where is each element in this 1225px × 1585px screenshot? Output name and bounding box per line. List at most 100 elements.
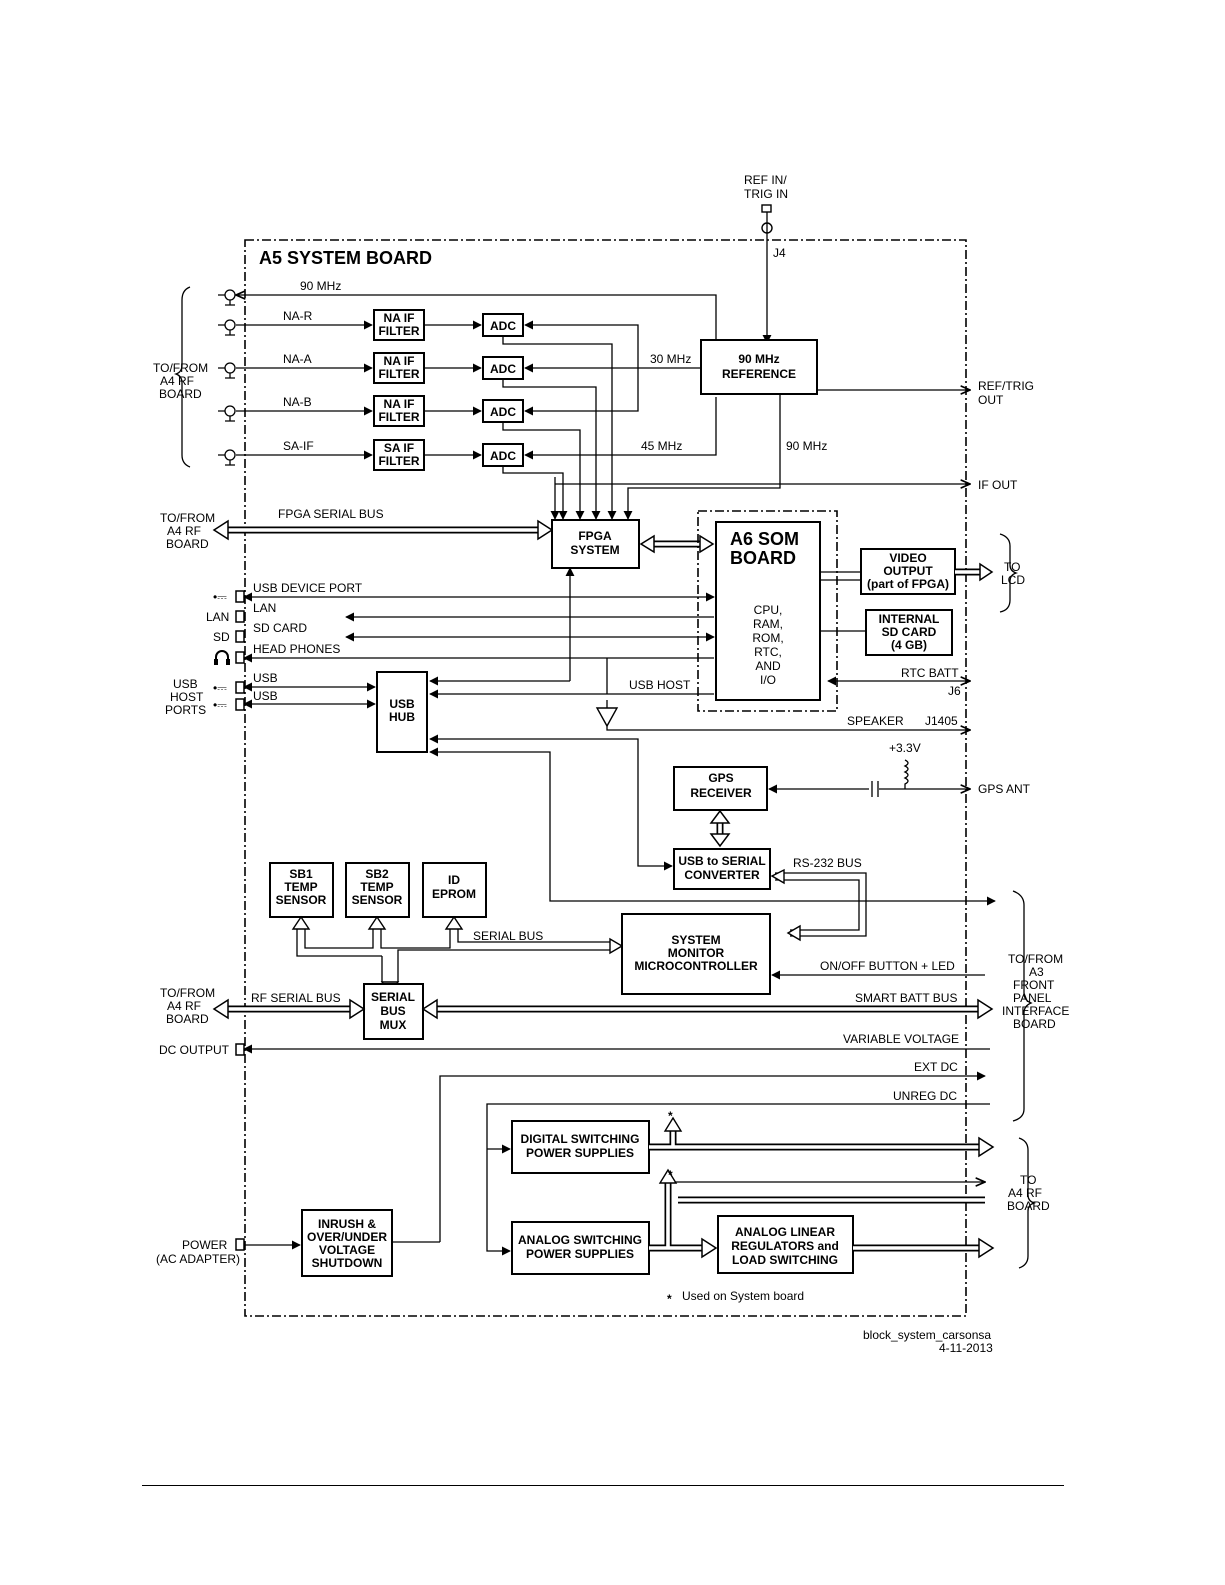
svg-text:POWER SUPPLIES: POWER SUPPLIES <box>526 1146 634 1160</box>
svg-text:OUTPUT: OUTPUT <box>883 564 933 578</box>
gps-ant-label: GPS ANT <box>978 782 1031 796</box>
to-a4-rf-2: A4 RF <box>1008 1186 1042 1200</box>
sig-na-a: NA-A <box>283 352 312 366</box>
svg-text:ADC: ADC <box>490 319 516 333</box>
ref-trig-in-label-1: REF IN/ <box>744 173 787 187</box>
ref-trig-out-2: OUT <box>978 393 1004 407</box>
rs232-bus <box>770 868 867 942</box>
ref-trig-out-1: REF/TRIG <box>978 379 1034 393</box>
adc-3: ADC <box>482 399 524 423</box>
usb-host-ports-1: USB <box>173 677 198 691</box>
svg-text:•⎓: •⎓ <box>213 698 227 712</box>
svg-text:SENSOR: SENSOR <box>352 893 403 907</box>
svg-text:BOARD: BOARD <box>730 548 796 568</box>
svg-text:FILTER: FILTER <box>378 410 419 424</box>
svg-text:SD CARD: SD CARD <box>882 625 937 639</box>
svg-text:AND: AND <box>755 659 781 673</box>
power-label-1: POWER <box>182 1238 228 1252</box>
sig-na-b: NA-B <box>283 395 312 409</box>
usb-host-ports-2: HOST <box>170 690 204 704</box>
front-panel-6: BOARD <box>1013 1017 1056 1031</box>
footer-drawing-id: block_system_carsonsa <box>863 1328 991 1342</box>
svg-text:DIGITAL SWITCHING: DIGITAL SWITCHING <box>521 1132 640 1146</box>
rf-serial-bus-arrow <box>212 998 366 1020</box>
sig-45mhz: 45 MHz <box>641 439 682 453</box>
ref-trig-in-label-2: TRIG IN <box>744 187 788 201</box>
ref-trig-connector <box>761 204 772 213</box>
internal-sd-card-block: INTERNAL SD CARD (4 GB) <box>865 609 953 656</box>
speaker-amp-icon <box>595 707 619 728</box>
svg-text:RAM,: RAM, <box>753 617 783 631</box>
na-r-if-filter: NA IF FILTER <box>373 309 425 341</box>
svg-text:CPU,: CPU, <box>754 603 783 617</box>
sig-usb-1: USB <box>253 671 278 685</box>
sb2-temp-sensor-block: SB2 TEMP SENSOR <box>345 862 410 918</box>
svg-text:SERIAL: SERIAL <box>371 990 415 1004</box>
sig-usb-2: USB <box>253 689 278 703</box>
usb-host-port-icons: •⎓ •⎓ <box>213 681 245 712</box>
to-from-a4-top-1: TO/FROM <box>153 361 208 375</box>
svg-text:LOAD SWITCHING: LOAD SWITCHING <box>732 1253 838 1267</box>
svg-text:FILTER: FILTER <box>378 324 419 338</box>
svg-text:REGULATORS and: REGULATORS and <box>731 1239 839 1253</box>
sa-if-filter: SA IF FILTER <box>373 439 425 471</box>
to-from-a4-low-3: BOARD <box>166 1012 209 1026</box>
sig-90mhz-top: 90 MHz <box>300 279 341 293</box>
sig-na-r: NA-R <box>283 309 313 323</box>
svg-text:USB to SERIAL: USB to SERIAL <box>678 854 765 868</box>
sig-30mhz: 30 MHz <box>650 352 691 366</box>
sig-smart-batt: SMART BATT BUS <box>855 991 957 1005</box>
brace-front-panel <box>1012 890 1033 1122</box>
svg-text:•⎓: •⎓ <box>213 590 227 604</box>
star-digital: * <box>668 1109 673 1123</box>
svg-text:(part of FPGA): (part of FPGA) <box>867 577 949 591</box>
usb-host-ports-3: PORTS <box>165 703 206 717</box>
to-a4-rf-3: BOARD <box>1007 1199 1050 1213</box>
svg-text:ANALOG LINEAR: ANALOG LINEAR <box>735 1225 835 1239</box>
fpga-serial-bus-arrow <box>212 519 554 541</box>
svg-text:I/O: I/O <box>760 673 776 687</box>
brace-to-a4 <box>1018 1137 1037 1269</box>
svg-text:NA IF: NA IF <box>384 311 415 325</box>
inductor-icon <box>903 759 909 789</box>
sig-rf-serial-bus: RF SERIAL BUS <box>251 991 341 1005</box>
to-from-a4-low-2: A4 RF <box>167 999 201 1013</box>
analog-ps-output-arrow <box>649 1168 985 1259</box>
lan-port-label: LAN <box>206 610 229 624</box>
video-output-block: VIDEO OUTPUT (part of FPGA) <box>860 548 956 595</box>
j4-label: J4 <box>773 246 786 260</box>
gps-receiver-block: GPS RECEIVER <box>673 766 768 811</box>
to-from-a4-low-1: TO/FROM <box>160 986 215 1000</box>
if-out-label: IF OUT <box>978 478 1018 492</box>
svg-text:POWER SUPPLIES: POWER SUPPLIES <box>526 1247 634 1261</box>
svg-text:GPS: GPS <box>708 771 733 785</box>
a6-som-board: A6 SOM BOARD CPU, RAM, ROM, RTC, AND I/O <box>715 521 821 701</box>
svg-text:SB1: SB1 <box>289 867 313 881</box>
svg-text:BUS: BUS <box>380 1004 405 1018</box>
footer-drawing-date: 4-11-2013 <box>939 1341 993 1355</box>
svg-text:SYSTEM: SYSTEM <box>671 933 720 947</box>
sig-ext-dc: EXT DC <box>914 1060 958 1074</box>
svg-text:RTC,: RTC, <box>754 645 782 659</box>
svg-text:ROM,: ROM, <box>752 631 783 645</box>
page-footer-rule <box>142 1485 1064 1486</box>
digital-switching-ps-block: DIGITAL SWITCHING POWER SUPPLIES <box>511 1120 650 1174</box>
svg-text:ADC: ADC <box>490 405 516 419</box>
svg-text:MICROCONTROLLER: MICROCONTROLLER <box>634 959 758 973</box>
sig-sd-card: SD CARD <box>253 621 307 635</box>
front-panel-1: TO/FROM <box>1008 952 1063 966</box>
digital-ps-output-arrow <box>649 1116 995 1158</box>
svg-text:•⎓: •⎓ <box>213 681 227 695</box>
to-lcd-2: LCD <box>1001 573 1025 587</box>
headphones-icon <box>214 650 245 665</box>
dc-output-port-icon <box>235 1043 245 1056</box>
svg-text:90 MHz: 90 MHz <box>738 352 779 366</box>
sig-fpga-serial-bus: FPGA SERIAL BUS <box>278 507 384 521</box>
adc-4: ADC <box>482 443 524 467</box>
to-from-a4-top-3: BOARD <box>159 387 202 401</box>
sig-rs232: RS-232 BUS <box>793 856 862 870</box>
na-a-if-filter: NA IF FILTER <box>373 352 425 384</box>
sig-unreg-dc: UNREG DC <box>893 1089 957 1103</box>
to-from-a4-mid-1: TO/FROM <box>160 511 215 525</box>
svg-text:SYSTEM: SYSTEM <box>570 543 619 557</box>
